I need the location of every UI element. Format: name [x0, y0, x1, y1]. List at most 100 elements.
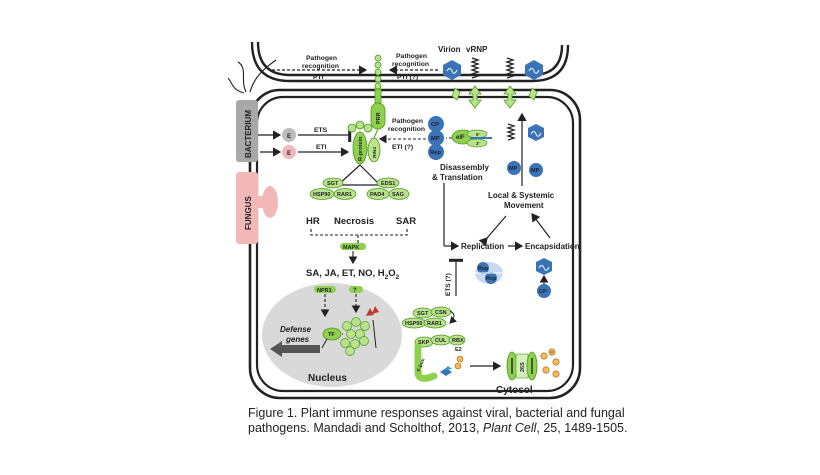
eif-label: eIF [456, 135, 465, 141]
caption-journal: Plant Cell [482, 421, 537, 435]
rar1-label: RAR1 [337, 192, 352, 198]
movement-label-1: Local & Systemic [488, 191, 555, 200]
effector-e1-label: E [287, 134, 291, 140]
mapk-bar [340, 243, 366, 250]
encapsidation-to-movement [531, 213, 551, 239]
rep-cycle-label-2: Rep [486, 276, 497, 282]
caption-citation: pathogens. Mandadi and Scholthof, 2013, [248, 421, 483, 435]
repressor-cluster [340, 317, 370, 356]
hr-label: HR [306, 216, 320, 227]
caption-line-2: pathogens. Mandadi and Scholthof, 2013, … [248, 421, 808, 436]
signal-main: SA, JA, ET, NO, H [306, 268, 385, 279]
cp-cycle-label: CP [539, 289, 547, 295]
figure-caption: Figure 1. Plant immune responses against… [248, 406, 808, 436]
rep-cycle-label-1: Rep [478, 266, 489, 272]
scf-skp-label: SKP [418, 340, 430, 346]
plasmodesma-channel [451, 85, 538, 109]
vrnp-label: vRNP [466, 45, 488, 54]
mapk-label: MAPK [343, 245, 359, 251]
ubiquitin-flag-icon [366, 306, 379, 316]
sag-label: SAG [392, 192, 404, 198]
signal-tail: O [388, 268, 395, 279]
rep-label: Rep [430, 150, 441, 156]
pathogen-recognition-right-2: recognition [392, 61, 429, 68]
cp-label: CP [431, 122, 439, 128]
scf-hsp90-label: HSP90 [405, 321, 422, 327]
pathogen-recognition-left-2: recognition [302, 63, 339, 70]
movement-label-2: Movement [504, 201, 544, 210]
cp-protein: CP [428, 116, 444, 132]
caption-line-1: Figure 1. Plant immune responses against… [248, 406, 625, 420]
eds1-label: EDS1 [381, 181, 395, 187]
cell-membrane-inner [255, 95, 575, 393]
encapsidation-label: Encapsidation [525, 242, 580, 251]
pti-left-label: PTI [313, 74, 324, 81]
rep-protein: Rep [428, 144, 444, 160]
bacterium-label: BACTERIUM [244, 110, 253, 158]
cp-cycle-protein: CP [537, 284, 551, 298]
prr-label: PRR [376, 112, 382, 124]
signal-molecules: SA, JA, ET, NO, H2O2 [306, 268, 400, 281]
rep-replication-complex: Rep Rep [474, 262, 504, 284]
scf-sgt-label: SGT [417, 311, 429, 317]
sar-label: SAR [396, 216, 416, 227]
bacterium-tab: BACTERIUM [236, 100, 258, 162]
mp-move-label-1: MP [509, 166, 518, 172]
defense-genes-label-1: Defense [280, 325, 312, 334]
degradation-arrow [372, 319, 377, 349]
response-bracket [310, 229, 408, 236]
effector-bacterial [282, 128, 296, 142]
mp-protein: MP [428, 130, 444, 146]
npr1-bar [314, 286, 336, 293]
viral-recognition-1: Pathogen [392, 118, 423, 125]
neighbor-cell-wall [250, 41, 570, 83]
unknown-factor-bar [349, 286, 363, 293]
prr-to-rprotein-link [373, 128, 379, 139]
pathogen-recognition-left-1: Pathogen [306, 55, 337, 62]
scf-ubiquitin-ligase: F-box SKP CUL RBX E2 [414, 334, 466, 382]
bacterium-flagella [227, 59, 277, 94]
scf-fbox-label: F-box [416, 358, 426, 373]
cytosol-label: Cytosol [496, 385, 533, 396]
hsp90-label: HSP90 [313, 192, 330, 198]
effector-e2-label: E [287, 151, 291, 157]
tf-bubble [322, 327, 342, 341]
fungus-label: FUNGUS [244, 196, 253, 230]
virion-label: Virion [438, 45, 461, 54]
ubiquitin-fragments: Ub [540, 348, 560, 378]
sgt-hsp90-rar1-complex: SGT HSP90 RAR1 [309, 177, 357, 200]
disassembly-label-2: & Translation [432, 173, 483, 182]
vrnp-coil-icon [469, 57, 516, 79]
necrosis-label: Necrosis [334, 216, 374, 227]
eti-label: ETI [316, 144, 327, 151]
cap3-label: 3' [476, 141, 480, 146]
virion-assembled-icon [536, 258, 552, 275]
r-protein-complex: R-protein RIN4 [347, 120, 381, 165]
cap5-label: 5' [476, 132, 480, 137]
caption-volume: , 25, 1489-1505. [536, 421, 628, 435]
ets-label: ETS [314, 127, 328, 134]
eds1-pad4-sag-complex: EDS1 PAD4 SAG [366, 177, 410, 200]
pad4-label: PAD4 [370, 192, 385, 198]
prr-receptor: PRR [370, 54, 386, 130]
unknown-factor-label: ? [353, 288, 357, 294]
virion-icon [528, 124, 544, 141]
scf-e2-label: E2 [455, 347, 462, 353]
vrnp-coil-icon [505, 123, 517, 141]
npr1-label: NPR1 [317, 288, 332, 294]
disassembly-label-1: Disassembly [440, 163, 489, 172]
rin4-label: RIN4 [372, 147, 378, 158]
viral-recognition-2: recognition [388, 126, 425, 133]
virion-icon [443, 60, 461, 80]
ub-label: Ub [550, 350, 554, 354]
mp-move-label-2: MP [531, 168, 540, 174]
nucleus-label: Nucleus [308, 373, 347, 384]
eif-translation-complex: eIF 5' 3' [451, 129, 492, 148]
defense-genes-label-2: genes [285, 335, 310, 344]
viral-eti-label: ETI (?) [392, 144, 413, 151]
tf-label: TF [328, 332, 335, 338]
scf-rar1-label: RAR1 [427, 321, 442, 327]
sgt-label: SGT [327, 181, 339, 187]
tf-to-gene-link [321, 338, 328, 349]
